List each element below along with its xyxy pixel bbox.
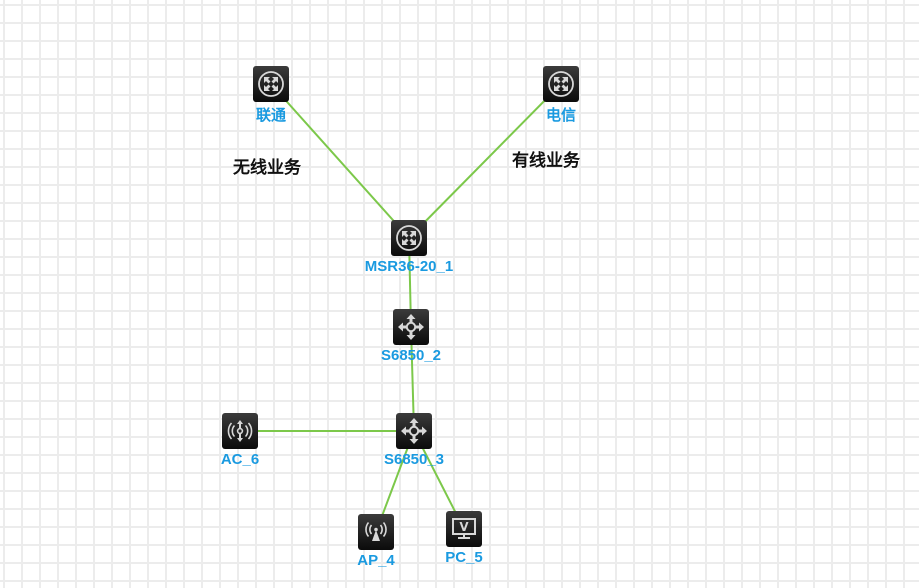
node-liantong[interactable]: 联通: [253, 66, 289, 124]
wireless-controller-icon: [222, 413, 258, 449]
node-pc-5[interactable]: PC_5: [445, 511, 483, 566]
link-dianxin-msr[interactable]: [408, 83, 562, 239]
node-msr36-20-1[interactable]: MSR36-20_1: [365, 220, 453, 275]
node-label: PC_5: [445, 549, 483, 566]
switch-icon: [396, 413, 432, 449]
annotation-wireless-service: 无线业务: [233, 158, 301, 178]
node-label: AP_4: [357, 552, 395, 569]
node-label: AC_6: [220, 451, 260, 468]
node-label: MSR36-20_1: [364, 258, 454, 275]
router-icon: [391, 220, 427, 256]
node-s6850-3[interactable]: S6850_3: [384, 413, 444, 468]
link-liantong-msr[interactable]: [270, 83, 410, 239]
node-ap-4[interactable]: AP_4: [357, 514, 395, 569]
pc-monitor-icon: [446, 511, 482, 547]
node-label: S6850_3: [383, 451, 445, 468]
node-dianxin[interactable]: 电信: [543, 66, 579, 124]
node-label: 电信: [545, 107, 577, 124]
router-icon: [253, 66, 289, 102]
router-icon: [543, 66, 579, 102]
node-label: 联通: [255, 107, 287, 124]
access-point-icon: [358, 514, 394, 550]
switch-icon: [393, 309, 429, 345]
node-label: S6850_2: [380, 347, 442, 364]
node-s6850-2[interactable]: S6850_2: [381, 309, 441, 364]
node-ac-6[interactable]: AC_6: [221, 413, 259, 468]
annotation-wired-service: 有线业务: [512, 151, 580, 171]
